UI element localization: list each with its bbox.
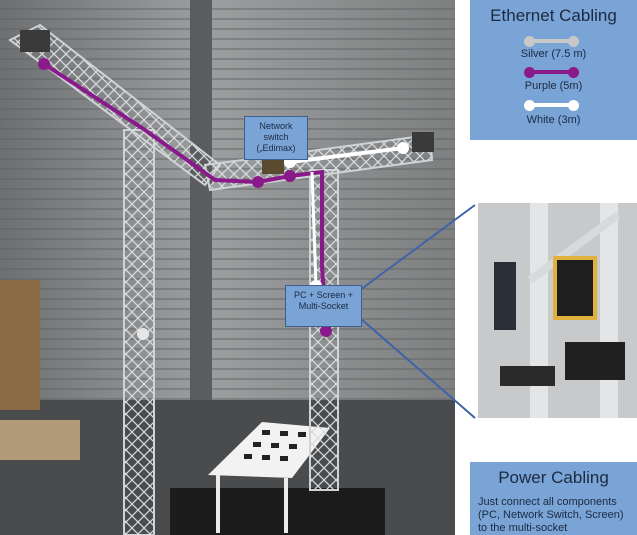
camera-device-right (412, 132, 434, 152)
legend-label-purple: Purple (5m) (524, 80, 583, 92)
camera-device-top-left (20, 30, 50, 52)
purple-cable-dot-right (568, 67, 579, 78)
pc-callout-line: PC + Screen + (293, 290, 354, 300)
purple-cable-path (42, 62, 328, 332)
legend-label-white: White (3m) (526, 114, 581, 126)
white-cable-dot-left (524, 100, 535, 111)
power-cabling-panel: Power Cabling Just connect all component… (470, 462, 637, 535)
purple-cable-end-pc (320, 325, 332, 337)
inset-connector-top (359, 204, 476, 291)
white-cable-dot-right (568, 100, 579, 111)
purple-cable-end-switch (252, 176, 264, 188)
silver-cable-dot-right (568, 36, 579, 47)
legend-label-silver: Silver (7.5 m) (520, 48, 587, 60)
white-cable-drop (310, 171, 318, 287)
inset-connector-bottom (359, 317, 476, 419)
switch-callout-line: („Edimax) (256, 143, 296, 153)
network-switch-callout: Network switch („Edimax) (244, 116, 308, 160)
power-panel-text: Just connect all components (PC, Network… (478, 496, 624, 534)
switch-callout-line: switch (263, 132, 289, 142)
pc-callout-line: Multi-Socket (298, 301, 349, 311)
white-cable-end-camera (397, 142, 409, 154)
silver-cable-swatch (528, 39, 574, 43)
purple-cable-swatch (528, 70, 574, 74)
pc-screen-socket-callout: PC + Screen + Multi-Socket (285, 285, 362, 327)
purple-cable-dot-left (524, 67, 535, 78)
ethernet-panel-title: Ethernet Cabling (490, 6, 617, 25)
purple-cable-end-top (38, 58, 50, 70)
white-cable-swatch (528, 103, 574, 107)
switch-callout-line: Network (259, 121, 293, 131)
white-cable-path (289, 146, 404, 164)
purple-cable-end-switch-2 (284, 170, 296, 182)
ethernet-cabling-panel: Ethernet Cabling Silver (7.5 m) Purple (… (470, 0, 637, 140)
silver-cable-end (137, 328, 149, 340)
power-panel-title: Power Cabling (498, 468, 609, 487)
inset-photo (478, 203, 637, 418)
silver-cable-dot-left (524, 36, 535, 47)
network-switch-device (262, 158, 284, 174)
